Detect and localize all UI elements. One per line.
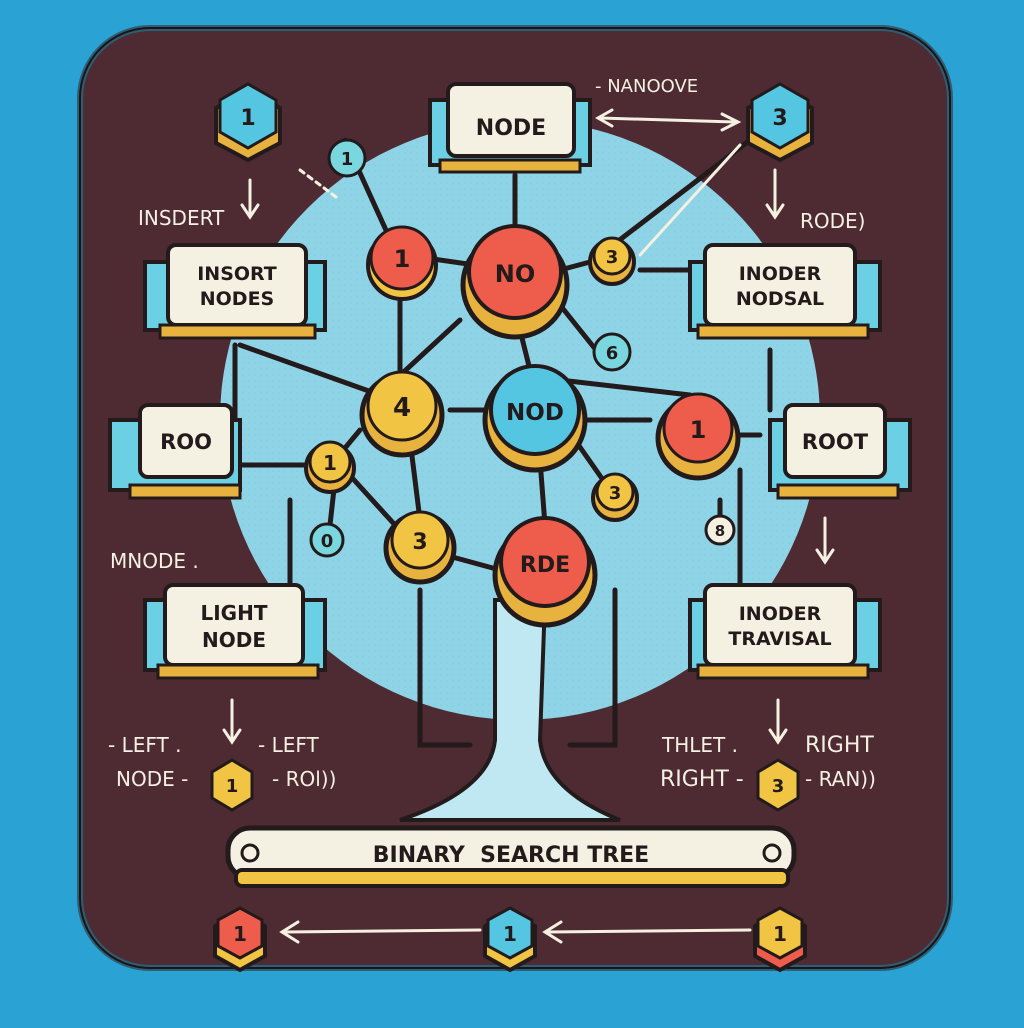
annotation-rol: - ROl)) (272, 767, 336, 791)
node-1-top: 1 (327, 138, 367, 178)
node-1-right: 1 (655, 392, 741, 481)
box-light-node: LIGHT NODE (143, 583, 327, 680)
hex-bottom-left-label: 1 (233, 922, 247, 946)
annotation-left1: - LEFT . (108, 733, 181, 757)
hex-bottom-right-small: 3 (756, 758, 800, 812)
node-rde-label: RDE (520, 553, 570, 578)
annotation-rode: RODE) (800, 209, 865, 233)
box-roo-label: ROO (160, 430, 212, 454)
node-3-upper: 3 (588, 236, 636, 286)
node-nod: NOD (482, 364, 588, 473)
box-light-node-line1: LIGHT (201, 601, 268, 625)
annotation-insdert: INSDERT (138, 206, 225, 230)
hex-top-right-label: 3 (772, 106, 787, 131)
node-4: 4 (359, 370, 445, 458)
annotation-thlet: THLET . (661, 733, 738, 757)
annotation-right2: RIGHT - (660, 767, 744, 792)
hex-bottom-right-small-label: 3 (772, 776, 785, 797)
banner-title: BINARY SEARCH TREE (373, 843, 649, 868)
node-1-top-label: 1 (341, 149, 354, 170)
box-insert-nodes-line2: NODES (200, 288, 275, 310)
annotation-ran: - RAN)) (805, 767, 876, 791)
node-0: 0 (309, 522, 345, 558)
hex-bottom-left: 1 (213, 906, 267, 973)
node-0-label: 0 (321, 531, 334, 552)
box-inoder-nodsal-line2: NODSAL (736, 288, 824, 310)
hex-bottom-right-label: 1 (773, 922, 787, 946)
box-roo: ROO (108, 403, 242, 500)
box-root: ROOT (768, 403, 912, 500)
annotation-left2: - LEFT (258, 733, 320, 757)
box-light-node-line2: NODE (202, 628, 266, 652)
node-3-right-label: 3 (609, 483, 622, 504)
node-1-right-label: 1 (690, 416, 707, 444)
hex-bottom-center: 1 (483, 906, 537, 973)
annotation-mnode: MNODE . (110, 549, 199, 573)
node-6-label: 6 (606, 343, 619, 364)
title-banner: BINARY SEARCH TREE (225, 825, 797, 888)
node-1-left-label: 1 (394, 245, 411, 273)
hex-top-left-label: 1 (240, 106, 255, 131)
box-root-label: ROOT (802, 430, 869, 454)
box-insert-nodes: INSORT NODES (143, 243, 327, 340)
box-node-top: NODE (428, 82, 592, 174)
node-6: 6 (592, 332, 632, 372)
arrows (222, 108, 835, 944)
box-inoder-travisal: INODER TRAVISAL (688, 583, 882, 680)
hex-bottom-left-small: 1 (210, 758, 254, 812)
box-inoder-nodsal-line1: INODER (739, 263, 822, 285)
annotation-nanoove: - NANOOVE (595, 76, 698, 97)
node-1-left: 1 (366, 225, 438, 301)
node-4-label: 4 (393, 393, 411, 423)
tree-trunk (399, 598, 621, 822)
hex-top-right: 3 (746, 82, 814, 163)
hex-bottom-left-small-label: 1 (226, 776, 239, 797)
box-node-top-label: NODE (476, 116, 546, 141)
node-rde: RDE (492, 516, 598, 628)
node-8-label: 8 (715, 522, 725, 540)
node-3-right: 3 (591, 472, 639, 522)
box-inoder-travisal-line2: TRAVISAL (728, 628, 831, 650)
node-nod-label: NOD (506, 400, 564, 426)
node-no: NO (460, 224, 570, 340)
node-1-small-label: 1 (323, 451, 337, 475)
node-3-mid-label: 3 (412, 530, 427, 555)
hex-top-left: 1 (214, 82, 282, 163)
box-insert-nodes-line1: INSORT (197, 263, 277, 285)
annotation-right1: RIGHT (805, 733, 874, 758)
box-inoder-nodsal: INODER NODSAL (688, 243, 882, 340)
box-inoder-travisal-line1: INODER (739, 603, 822, 625)
hex-bottom-right: 1 (753, 906, 807, 973)
node-3-mid: 3 (383, 510, 457, 585)
node-8: 8 (704, 514, 736, 546)
hex-bottom-center-label: 1 (503, 922, 517, 946)
annotations: - NANOOVE INSDERT RODE) MNODE . - LEFT .… (108, 76, 876, 792)
node-3-upper-label: 3 (606, 247, 619, 268)
node-no-label: NO (495, 260, 536, 288)
annotation-node: NODE - (116, 767, 188, 791)
node-1-small: 1 (304, 440, 356, 494)
